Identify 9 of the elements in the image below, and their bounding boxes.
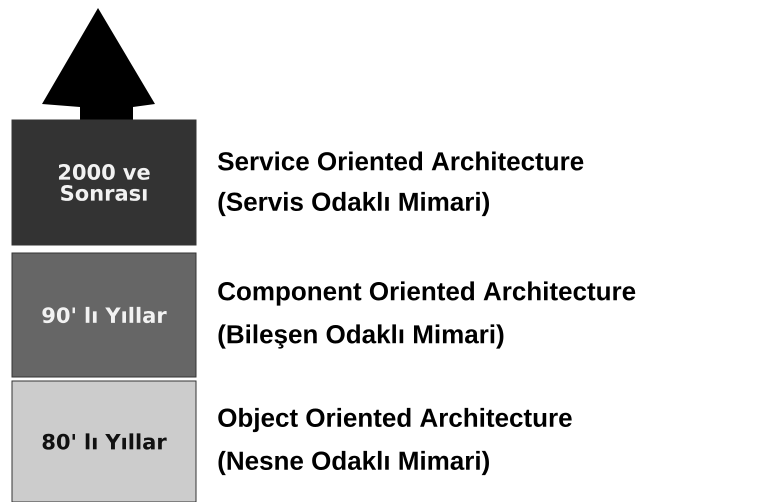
architecture-caption: Component Oriented Architecture [218,281,636,306]
period-box: 80' lı Yıllar [12,380,196,502]
architecture-caption: (Servis Odaklı Mimari) [218,192,489,216]
period-box: 90' lı Yıllar [12,252,196,378]
architecture-caption: (Nesne Odaklı Mimari) [218,450,489,476]
architecture-caption: Object Oriented Architecture [218,408,572,432]
architecture-caption: Service Oriented Architecture [218,151,584,171]
architecture-caption: (Bileşen Odaklı Mimari) [218,324,504,349]
period-box: 2000 ve Sonrası [12,120,196,246]
